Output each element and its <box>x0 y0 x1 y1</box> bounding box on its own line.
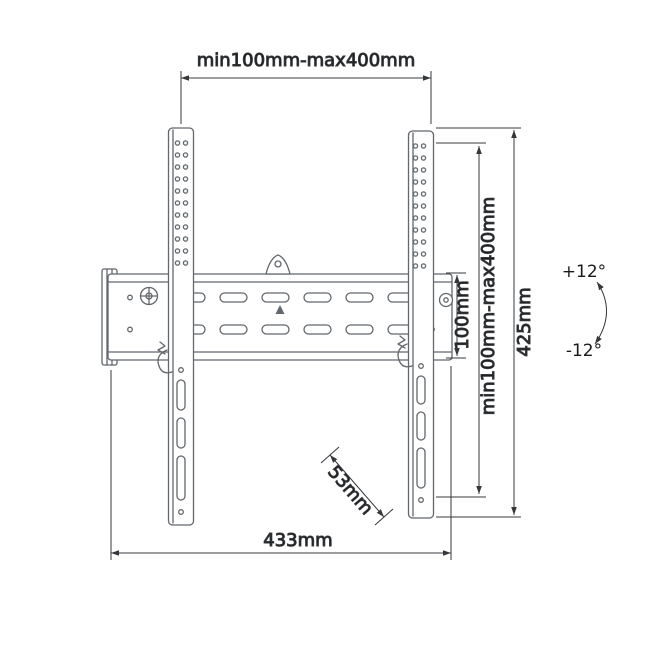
right-rail <box>397 130 435 519</box>
dim-plate-height: 100mm <box>446 272 474 359</box>
left-rail-holes <box>174 140 189 515</box>
vesa-height-label: min100mm-max400mm <box>478 197 499 416</box>
vesa-width-label: min100mm-max400mm <box>197 50 416 71</box>
depth-label: 53mm <box>323 462 377 520</box>
center-hanging-tab <box>265 254 291 314</box>
right-rail-holes <box>412 143 427 503</box>
dim-depth: 53mm <box>320 446 394 526</box>
center-mark-icon <box>275 305 285 314</box>
bracket-height-label: 425mm <box>514 287 535 356</box>
dim-vesa-height: min100mm-max400mm <box>436 142 500 498</box>
left-knob <box>139 286 159 306</box>
dim-bracket-height: 425mm <box>436 127 536 518</box>
tilt-down-label: -12° <box>566 341 602 361</box>
dim-plate-width: 433mm <box>110 366 452 560</box>
tilt-up-label: +12° <box>562 262 606 282</box>
tilt-arc-icon <box>594 281 607 345</box>
dim-vesa-width: min100mm-max400mm <box>180 50 432 124</box>
tilt-indicator: +12° -12° <box>562 262 607 361</box>
plate-width-label: 433mm <box>263 530 332 551</box>
right-knob <box>438 292 454 308</box>
left-rail <box>157 127 195 526</box>
plate-height-label: 100mm <box>452 280 473 349</box>
right-safety-hook <box>397 335 413 368</box>
left-safety-hook <box>157 341 173 374</box>
